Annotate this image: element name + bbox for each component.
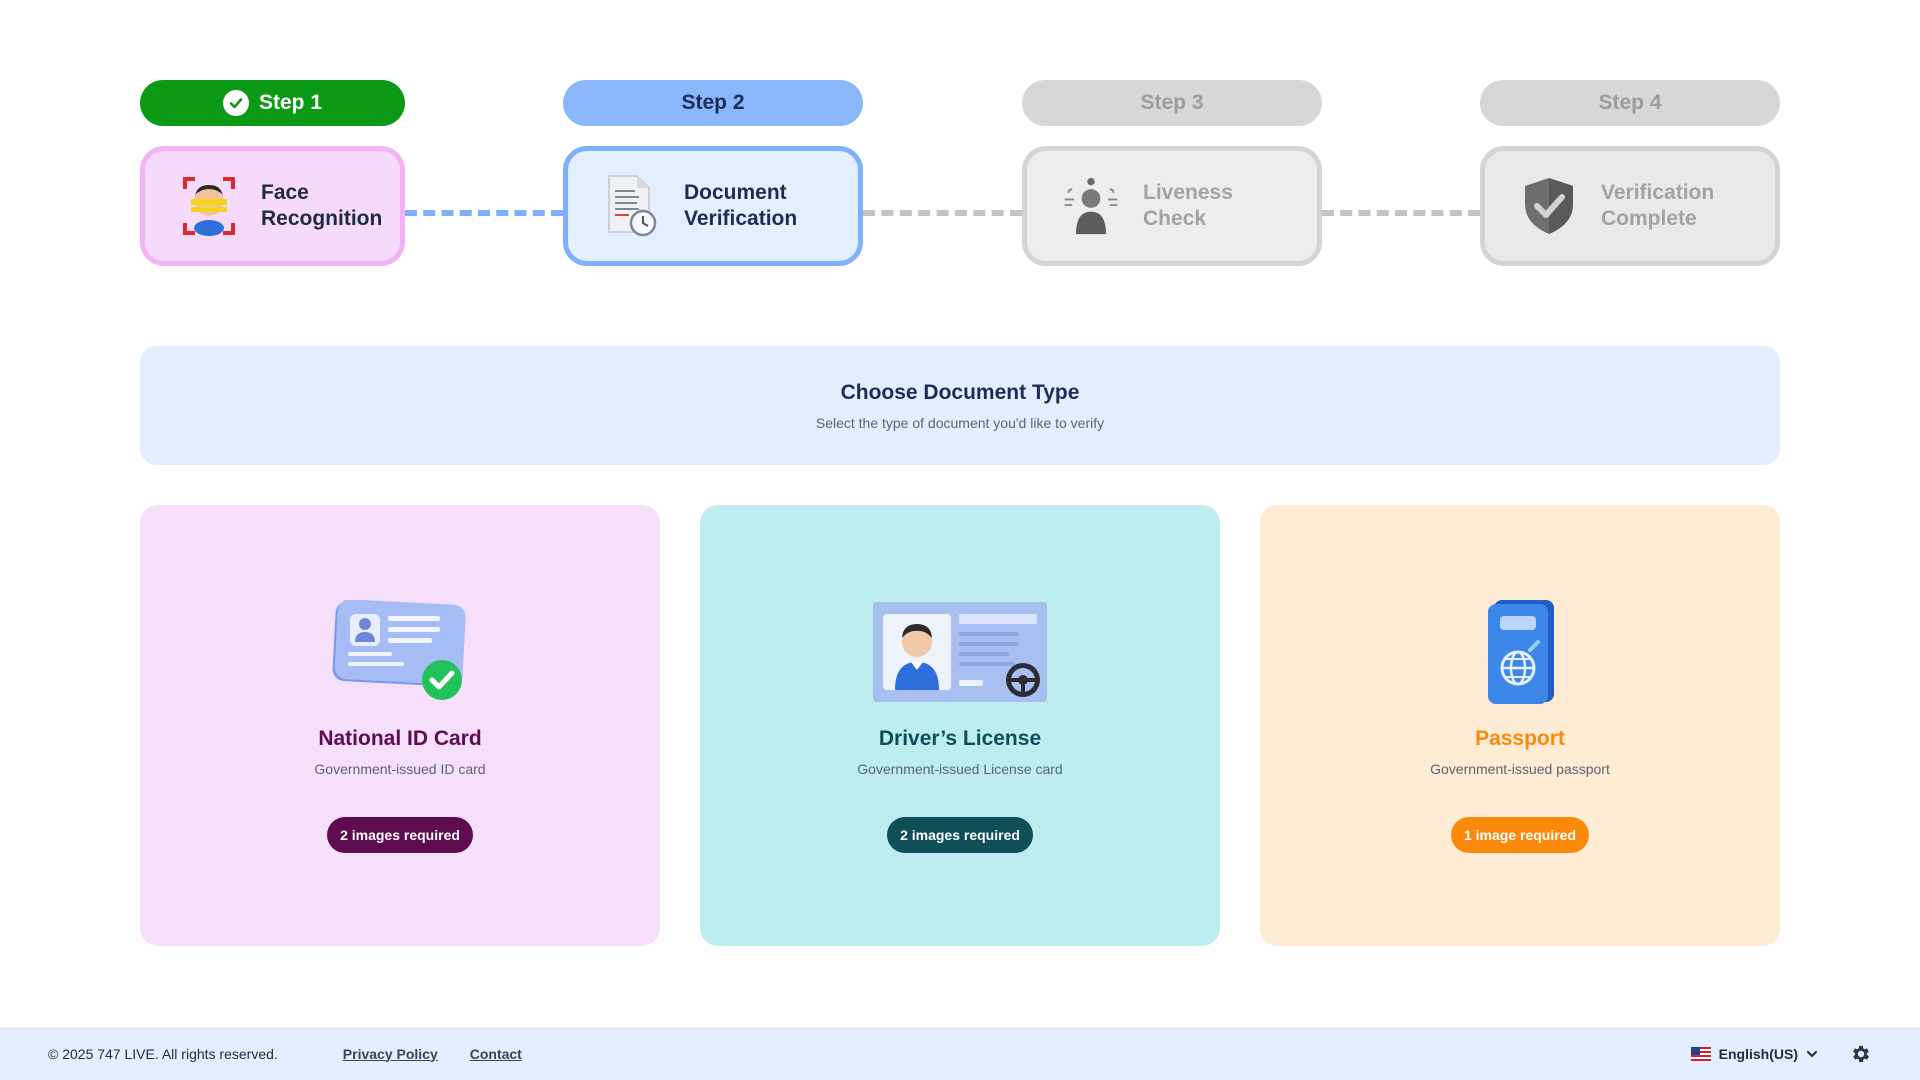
verification-stepper: Step 1 Face Recognition Step 2 <box>0 0 1920 300</box>
document-type-banner: Choose Document Type Select the type of … <box>140 346 1780 465</box>
step-1-pill-label: Step 1 <box>258 91 323 114</box>
step-1-pill: Step 1 <box>140 80 405 126</box>
copyright-text: © 2025 747 LIVE. All rights reserved. <box>48 1045 278 1062</box>
step-2-label-line2: Verification <box>684 207 798 230</box>
step-connector-1-2 <box>405 210 563 216</box>
national-id-card-option[interactable]: National ID Card Government-issued ID ca… <box>140 505 660 946</box>
gear-icon[interactable] <box>1850 1043 1872 1065</box>
drivers-license-subtitle: Government-issued License card <box>857 761 1063 777</box>
drivers-license-icon <box>870 597 1050 707</box>
national-id-card-title: National ID Card <box>318 727 482 750</box>
step-4-pill: Step 4 <box>1480 80 1780 126</box>
privacy-policy-link[interactable]: Privacy Policy <box>342 1045 438 1062</box>
face-scan-icon <box>179 173 239 239</box>
passport-subtitle: Government-issued passport <box>1430 761 1610 777</box>
id-card-icon <box>310 597 490 707</box>
document-clock-icon <box>602 173 662 239</box>
step-2-card[interactable]: Document Verification <box>563 146 863 266</box>
step-3-pill: Step 3 <box>1022 80 1322 126</box>
step-4-card: Verification Complete <box>1480 146 1780 266</box>
step-3-label-line1: Liveness <box>1143 181 1233 204</box>
step-4-label-line1: Verification <box>1601 181 1715 204</box>
person-scan-icon <box>1061 173 1121 239</box>
step-1-card[interactable]: Face Recognition <box>140 146 405 266</box>
step-2-label-line1: Document <box>684 181 787 204</box>
drivers-license-title: Driver’s License <box>878 727 1042 750</box>
step-2-pill: Step 2 <box>563 80 863 126</box>
chevron-down-icon <box>1807 1050 1817 1057</box>
step-4-pill-label: Step 4 <box>1598 91 1662 114</box>
national-id-card-badge: 2 images required <box>327 817 473 853</box>
contact-link[interactable]: Contact <box>469 1045 522 1062</box>
passport-title: Passport <box>1475 727 1565 750</box>
drivers-license-option[interactable]: Driver’s License Government-issued Licen… <box>700 505 1220 946</box>
step-3-pill-label: Step 3 <box>1140 91 1204 114</box>
national-id-card-subtitle: Government-issued ID card <box>314 761 486 777</box>
us-flag-icon <box>1690 1046 1711 1061</box>
banner-title: Choose Document Type <box>840 380 1080 404</box>
step-4-label-line2: Complete <box>1601 207 1697 230</box>
step-3-card: Liveness Check <box>1022 146 1322 266</box>
language-selector[interactable]: English(US) <box>1690 1045 1818 1062</box>
passport-icon <box>1430 597 1610 707</box>
passport-option[interactable]: Passport Government-issued passport 1 im… <box>1260 505 1780 946</box>
step-connector-2-3 <box>863 210 1022 216</box>
passport-badge: 1 image required <box>1450 817 1590 853</box>
banner-subtitle: Select the type of document you'd like t… <box>815 414 1105 431</box>
step-1-label-line2: Recognition <box>261 207 383 230</box>
step-2-pill-label: Step 2 <box>681 91 745 114</box>
step-1-label-line1: Face <box>261 181 309 204</box>
check-circle-icon <box>222 90 249 116</box>
drivers-license-badge: 2 images required <box>887 817 1033 853</box>
step-3-label-line2: Check <box>1143 207 1207 230</box>
footer: © 2025 747 LIVE. All rights reserved. Pr… <box>0 1027 1920 1080</box>
language-label: English(US) <box>1718 1045 1798 1062</box>
step-connector-3-4 <box>1322 210 1480 216</box>
shield-check-icon <box>1519 173 1579 239</box>
